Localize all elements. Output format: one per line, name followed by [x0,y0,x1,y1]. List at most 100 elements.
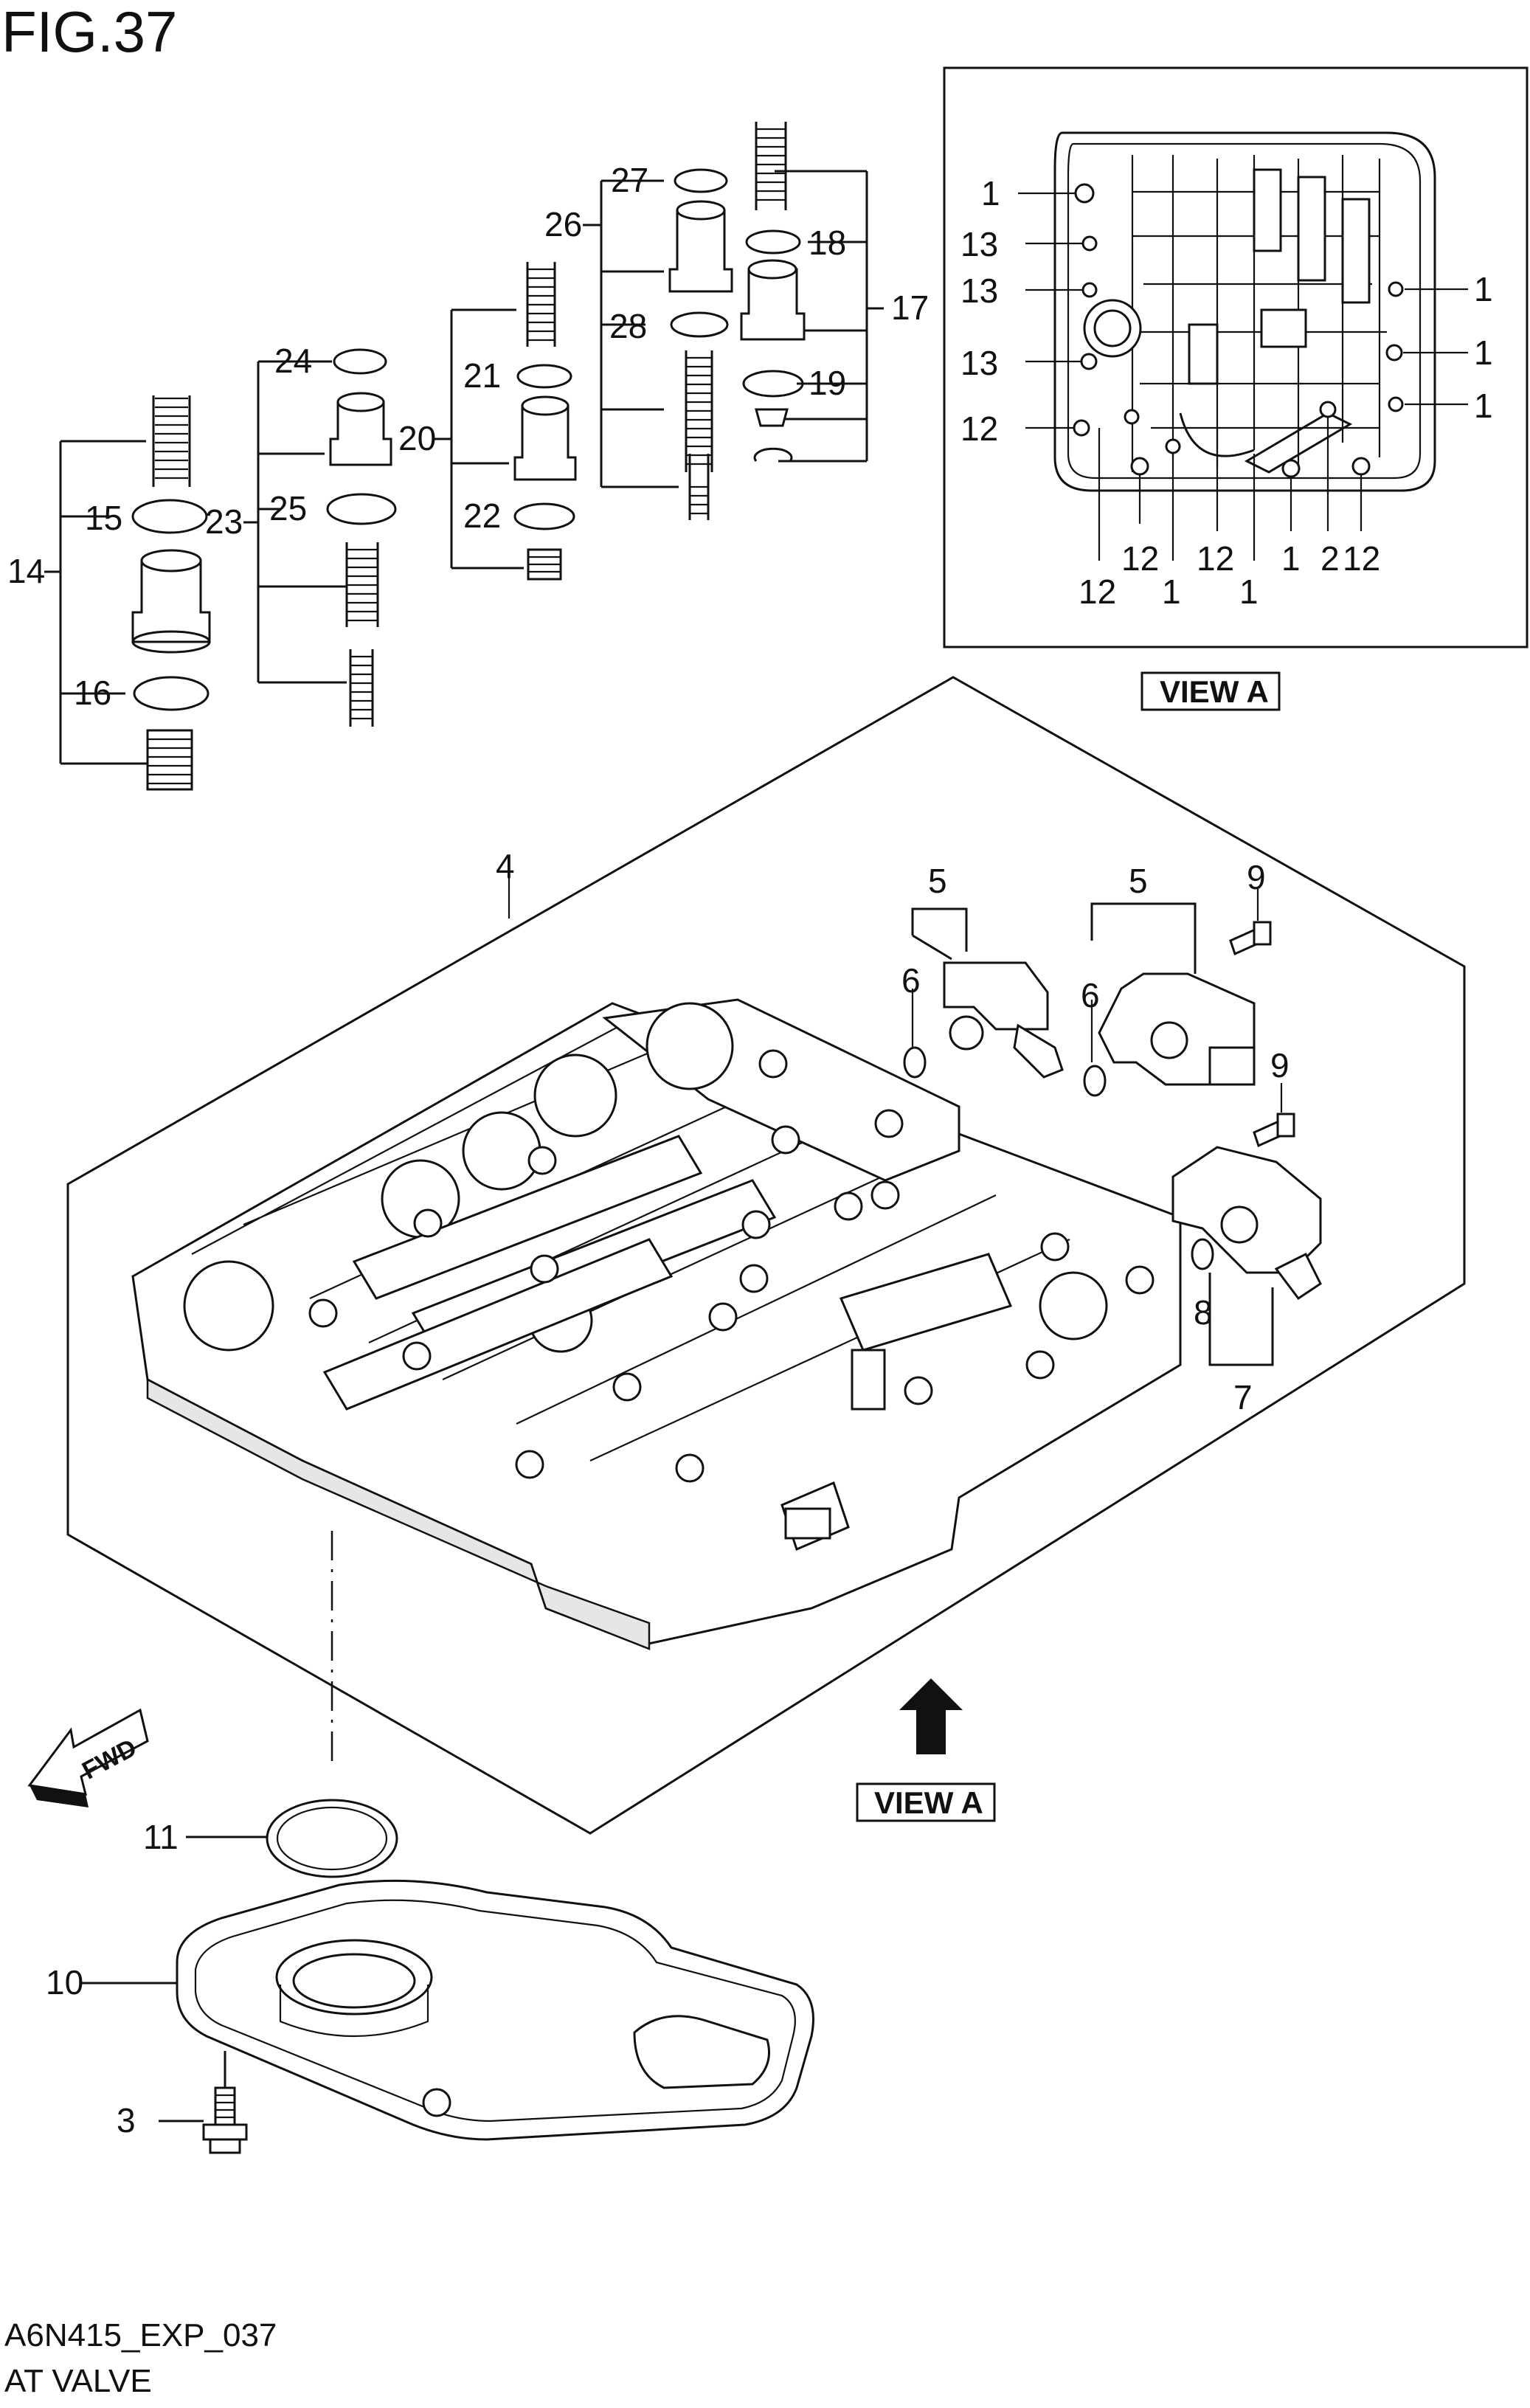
strainer-inlet-icon [275,1939,433,2016]
callout-4: 4 [496,847,515,885]
solenoid-group [903,889,1322,1366]
spring-icon [755,122,787,210]
callout-8: 8 [1194,1293,1213,1332]
o-ring-icon [131,499,208,534]
accumulator-icon [1083,299,1142,358]
strainer-bolt-icon [202,2086,248,2154]
valve-body-assembly [66,676,1466,1835]
callout-1: 1 [1474,270,1493,308]
callout-1: 1 [981,174,1000,212]
valve-plug-icon [755,408,789,427]
oil-strainer [176,1879,814,2141]
callout-5: 5 [928,862,947,900]
valve-stack-20 [434,262,577,581]
o-ring-icon [742,370,804,398]
callout-18: 18 [809,224,846,262]
valve-sleeve-icon [329,392,392,466]
valve-sleeve-icon [131,549,211,654]
shift-solenoid-left [943,961,1064,1079]
spring-icon [527,548,562,581]
callout-17: 17 [891,288,929,327]
valve-sleeve-icon [513,395,577,481]
shift-solenoid-right [1098,972,1256,1086]
diagram-name: AT VALVE [4,2363,152,2399]
spring-icon [345,542,379,627]
spring-icon [526,262,556,347]
callout-19: 19 [809,364,846,402]
spring-icon [685,350,713,472]
callout-7: 7 [1233,1378,1253,1416]
callout-1: 1 [1162,572,1181,611]
o-ring-icon [670,311,729,338]
o-ring-icon [903,1046,927,1079]
callout-1: 1 [1474,387,1493,425]
callout-26: 26 [544,205,582,243]
valve-stack-26 [583,168,733,520]
o-ring-icon [133,676,210,711]
valve-stack-group [44,122,884,791]
pressure-solenoid [1171,1146,1322,1301]
valve-stack-14 [44,395,211,791]
callout-1: 1 [1239,572,1259,611]
spring-icon [146,729,193,791]
bolt-icon [1229,921,1272,956]
valve-body-bolts [308,1049,1155,1483]
callout-25: 25 [269,489,307,527]
spring-icon [152,395,191,487]
callout-13: 13 [960,225,998,263]
svg-text:VIEW A: VIEW A [874,1785,983,1820]
callout-10: 10 [46,1963,83,2002]
up-arrow-icon [899,1678,963,1754]
valve-stack-23 [243,348,397,727]
spring-icon [688,454,710,520]
callout-13: 13 [960,271,998,310]
o-ring-icon [1191,1238,1214,1270]
plate-boss-icon [645,1002,734,1090]
callout-16: 16 [74,674,111,712]
o-ring-icon [513,502,575,530]
callout-1: 1 [1281,539,1301,578]
callout-14: 14 [7,552,45,590]
connector-icon [851,1349,886,1411]
callout-12: 12 [960,409,998,448]
o-ring-icon [674,168,728,193]
callout-20: 20 [398,419,436,457]
snap-ring-icon [753,447,793,462]
callout-12: 12 [1197,539,1234,578]
callout-12: 12 [1121,539,1159,578]
callout-28: 28 [609,307,647,345]
o-ring-icon [745,229,801,255]
callout-11: 11 [143,1818,179,1856]
o-ring-icon [326,493,397,525]
view-a-label-top: VIEW A [1140,671,1281,711]
view-a-inset [943,66,1529,648]
callout-5: 5 [1129,862,1148,900]
valve-stack-17 [740,122,884,463]
callout-6: 6 [1081,976,1100,1014]
callout-23: 23 [205,502,243,541]
callout-21: 21 [463,356,501,395]
callout-22: 22 [463,497,501,535]
callout-15: 15 [85,499,122,537]
callout-12: 12 [1079,572,1116,611]
view-a-label-bottom: VIEW A [856,1782,996,1822]
fwd-arrow-icon: FWD [27,1708,149,1807]
o-ring-icon [333,348,387,375]
o-ring-icon [1083,1065,1107,1097]
spring-icon [349,649,374,727]
callout-27: 27 [611,161,648,199]
strainer-gasket-icon [266,1799,398,1878]
callout-12: 12 [1343,539,1380,578]
callout-3: 3 [117,2101,136,2139]
figure-title: FIG.37 [1,0,177,64]
callout-1: 1 [1474,333,1493,372]
callout-9: 9 [1270,1046,1290,1084]
callout-13: 13 [960,344,998,382]
valve-sleeve-icon [668,200,733,293]
o-ring-icon [516,364,572,389]
callout-24: 24 [274,342,312,380]
callout-9: 9 [1247,858,1266,896]
valve-sleeve-icon [740,259,806,341]
diagram-code: A6N415_EXP_037 [4,2317,277,2353]
